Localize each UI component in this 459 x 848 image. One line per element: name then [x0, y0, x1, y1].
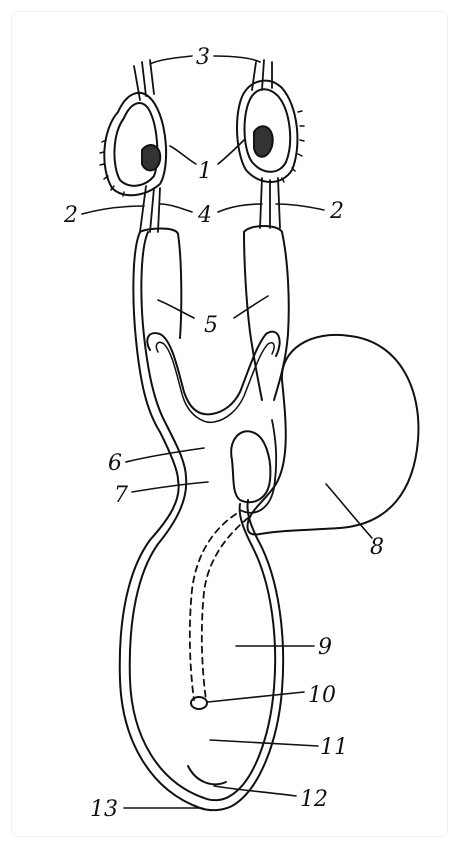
- label-2-left: 2: [63, 203, 78, 228]
- label-13: 13: [90, 797, 118, 822]
- label-9: 9: [318, 635, 332, 660]
- label-3: 3: [196, 45, 210, 70]
- right-oviduct: [260, 178, 280, 228]
- urethra-canal-inner: [202, 518, 248, 700]
- left-ovary: [100, 93, 166, 196]
- label-11: 11: [320, 735, 348, 760]
- uterus-inner-wall: [130, 232, 275, 800]
- urethral-opening: [191, 697, 207, 709]
- vaginal-floor: [188, 766, 226, 784]
- urethra-canal-outer: [190, 514, 236, 700]
- label-1: 1: [198, 159, 212, 184]
- label-2-right: 2: [329, 199, 344, 224]
- right-ovary: [237, 81, 304, 182]
- bladder: [248, 335, 419, 535]
- labels: 3 1 2 4 2 5 6 7 8 9 10 11 12 13: [63, 45, 384, 822]
- uterus-horn-lumen: [147, 332, 279, 415]
- label-7: 7: [114, 483, 128, 508]
- label-8: 8: [370, 535, 384, 560]
- uterus-outer-wall: [120, 232, 283, 810]
- label-10: 10: [308, 683, 336, 708]
- label-6: 6: [108, 451, 122, 476]
- label-12: 12: [300, 787, 328, 812]
- label-4: 4: [197, 203, 212, 228]
- right-upper-duct: [252, 60, 272, 90]
- bladder-neck: [231, 431, 270, 502]
- label-5: 5: [204, 313, 218, 338]
